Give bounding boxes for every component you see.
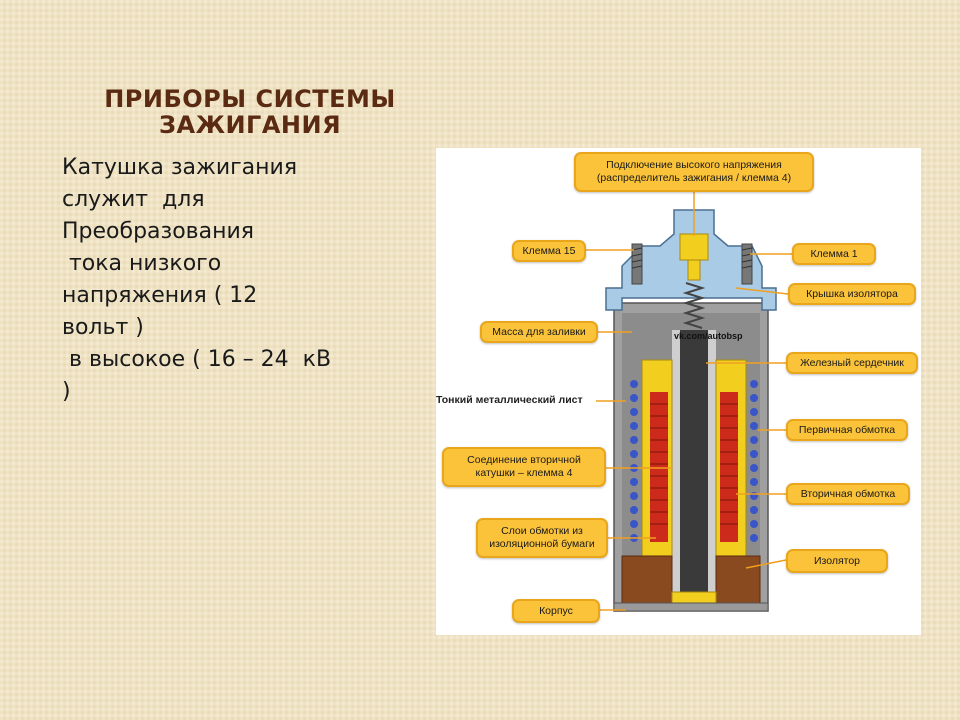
core-sleeve-left — [672, 330, 680, 592]
secondary-winding-lines — [650, 403, 738, 525]
body-line-2: служит для — [62, 187, 205, 212]
body-line-5: напряжения ( 12 — [62, 283, 258, 308]
label-secondary-connection: Соединение вторичной катушки – клемма 4 — [442, 447, 606, 487]
leader-lines — [584, 190, 792, 611]
label-insulator: Изолятор — [786, 549, 888, 573]
label-terminal-15: Клемма 15 — [512, 240, 586, 262]
secondary-winding-right — [720, 392, 738, 542]
label-secondary-winding: Вторичная обмотка — [786, 483, 910, 505]
watermark-text: vk.com/autobsp — [674, 331, 743, 341]
label-high-voltage-line-1: Подключение высокого напряжения — [606, 159, 782, 171]
label-filling-mass: Масса для заливки — [480, 321, 598, 343]
body-line-4: тока низкого — [62, 251, 222, 276]
core-sleeve-right — [708, 330, 716, 592]
terminal-15-post — [631, 243, 643, 285]
housing-bottom — [613, 602, 769, 612]
label-insulator-cap: Крышка изолятора — [788, 283, 916, 305]
label-secondary-connection-line-2: катушки – клемма 4 — [475, 467, 573, 479]
hv-terminal-stem — [687, 259, 701, 281]
slide-title: ПРИБОРЫ СИСТЕМЫ ЗАЖИГАНИЯ — [70, 86, 430, 138]
bottom-yellow-plate — [671, 591, 717, 605]
ignition-coil-drawing — [584, 190, 792, 612]
terminal-1-post — [741, 243, 753, 285]
body-line-7: в высокое ( 16 – 24 кВ — [62, 347, 332, 372]
body-line-3: Преобразования — [62, 219, 255, 244]
label-housing: Корпус — [512, 599, 600, 623]
slide-title-line-2: ЗАЖИГАНИЯ — [158, 111, 342, 139]
label-paper-layers-line-1: Слои обмотки из — [501, 525, 583, 537]
hv-terminal — [679, 233, 709, 261]
label-high-voltage: Подключение высокого напряжения (распред… — [574, 152, 814, 192]
primary-winding-dots — [630, 380, 758, 542]
iron-core-shape — [680, 330, 708, 592]
label-metal-sheet: Тонкий металлический лист — [436, 394, 583, 406]
secondary-winding-left — [650, 392, 668, 542]
label-iron-core: Железный сердечник — [786, 352, 918, 374]
body-line-6: вольт ) — [62, 315, 144, 340]
body-line-1: Катушка зажигания — [62, 155, 298, 180]
slide-body-text: Катушка зажигания служит для Преобразова… — [62, 152, 392, 408]
ignition-coil-diagram: Подключение высокого напряжения (распред… — [436, 148, 921, 635]
hv-spring — [682, 282, 706, 329]
body-line-8: ) — [62, 379, 71, 404]
label-primary-winding: Первичная обмотка — [786, 419, 908, 441]
label-high-voltage-line-2: (распределитель зажигания / клемма 4) — [596, 172, 792, 184]
label-paper-layers-line-2: изоляционной бумаги — [489, 538, 595, 550]
label-secondary-connection-line-1: Соединение вторичной — [467, 454, 581, 466]
slide-title-line-1: ПРИБОРЫ СИСТЕМЫ — [104, 85, 396, 113]
label-terminal-1: Клемма 1 — [792, 243, 876, 265]
label-paper-layers: Слои обмотки из изоляционной бумаги — [476, 518, 608, 558]
